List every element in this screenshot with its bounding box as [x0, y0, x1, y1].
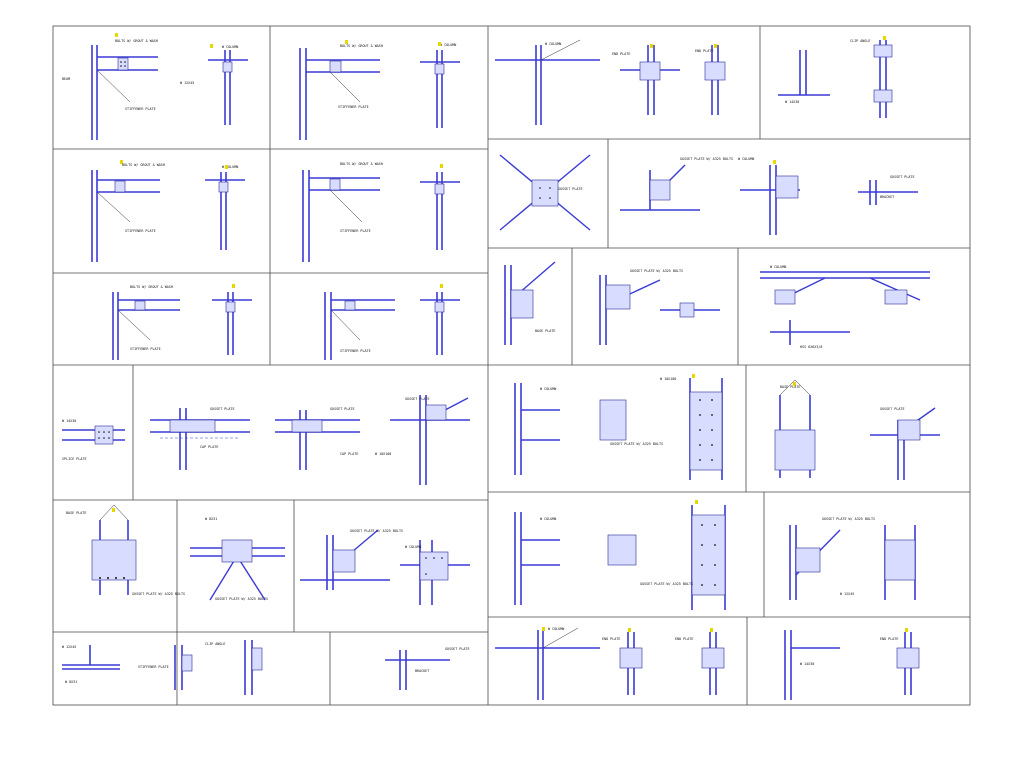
member-label: W 14X30 — [800, 662, 814, 666]
member-label: W 12X45 — [840, 592, 854, 596]
detail-base-1: BASE PLATE GUSSET PLATE W/ A325 BOLTS — [66, 504, 185, 596]
base-plate-label: BASE PLATE — [66, 511, 86, 515]
column-label: W COLUMN — [540, 387, 556, 391]
column-label: W COLUMN — [222, 45, 238, 49]
column-label: W COLUMN — [405, 545, 421, 549]
detail-moment-5: BOLTS W/ GROUT & WASH STIFFENER PLATE — [112, 285, 252, 360]
detail-x-brace: GUSSET PLATE — [499, 154, 591, 231]
stiffener-label: STIFFENER PLATE — [340, 229, 371, 233]
splice-label: SPLICE PLATE — [62, 457, 87, 461]
weld-symbols — [210, 36, 908, 632]
detail-moment-3: BOLTS W/ GROUT & WASH STIFFENER PLATE W … — [91, 160, 245, 262]
column-label: W COLUMN — [540, 517, 556, 521]
detail-truss-1: W COLUMN HSS 6X6X3/8 — [760, 265, 930, 349]
gusset-label: GUSSET PLATE W/ A325 BOLTS — [640, 582, 693, 586]
gusset-label: GUSSET PLATE — [880, 407, 905, 411]
column-label: W COLUMN — [440, 43, 456, 47]
detail-gusset-2: GUSSET PLATE CAP PLATE — [275, 407, 360, 470]
gusset-label: GUSSET PLATE — [890, 175, 915, 179]
member-label: W 8X31 — [65, 680, 77, 684]
detail-base-2: BASE PLATE — [504, 261, 556, 345]
member-label: W 12X45 — [62, 645, 76, 649]
detail-moment-1: BOLTS W/ GROUT & WASH STIFFENER PLATE BE… — [62, 33, 248, 140]
detail-clip-1: W COLUMN — [400, 540, 470, 605]
column-label: W COLUMN — [738, 157, 754, 161]
column-label: W COLUMN — [222, 165, 238, 169]
clip-angle-label: CLIP ANGLE — [205, 642, 225, 646]
end-plate-label: END PLATE — [602, 637, 620, 641]
gusset-label: GUSSET PLATE W/ A325 BOLTS — [610, 442, 663, 446]
detail-clip-2: CLIP ANGLE STIFFENER PLATE — [138, 640, 263, 695]
stiffener-label: STIFFENER PLATE — [340, 349, 371, 353]
base-plate-label: BASE PLATE — [780, 385, 800, 389]
bracket-label: BRACKET — [415, 669, 429, 673]
panel-grid — [53, 26, 970, 705]
end-plate-label: END PLATE — [612, 52, 630, 56]
detail-splice-2: W COLUMN GUSSET PLATE W/ A325 BOLTS W 10… — [514, 377, 723, 480]
gusset-label: GUSSET PLATE — [210, 407, 235, 411]
gusset-label: GUSSET PLATE W/ A325 BOLTS — [350, 529, 403, 533]
stiffener-label: STIFFENER PLATE — [138, 665, 169, 669]
gusset-label: GUSSET PLATE W/ A325 BOLTS — [215, 597, 268, 601]
gusset-label: GUSSET PLATE — [330, 407, 355, 411]
gusset-label: GUSSET PLATE W/ A325 BOLTS — [680, 157, 733, 161]
column-label: W COLUMN — [548, 627, 564, 631]
bracket-label: BRACKET — [880, 195, 894, 199]
detail-end-plate-2: W COLUMN END PLATE END PLATE — [495, 627, 725, 700]
detail-brace-6: GUSSET PLATE W/ A325 BOLTS W 12X45 — [789, 517, 916, 600]
detail-base-3: BASE PLATE GUSSET PLATE — [774, 379, 940, 480]
detail-splice-1: SPLICE PLATE W 14X30 — [62, 419, 125, 461]
detail-bracket-2: GUSSET PLATE BRACKET — [858, 175, 918, 205]
member-label: W 10X100 — [375, 452, 391, 456]
detail-gusset-1: GUSSET PLATE CAP PLATE — [150, 407, 250, 470]
detail-brace-3: GUSSET PLATE W/ A325 BOLTS — [300, 529, 403, 590]
detail-bracket-1: GUSSET PLATE BRACKET — [385, 647, 470, 690]
bolt-note-label: BOLTS W/ GROUT & WASH — [340, 44, 383, 48]
bolt-note-label: BOLTS W/ GROUT & WASH — [115, 39, 158, 43]
detail-brace-2: W 8X31 GUSSET PLATE W/ A325 BOLTS — [190, 517, 285, 601]
gusset-label: GUSSET PLATE — [405, 397, 430, 401]
clip-angle-label: CLIP ANGLE — [850, 39, 870, 43]
detail-end-plate-3: END PLATE W 14X30 — [784, 630, 920, 700]
cap-plate-label: CAP PLATE — [340, 452, 358, 456]
column-label: W COLUMN — [770, 265, 786, 269]
gusset-label: GUSSET PLATE — [558, 187, 583, 191]
gusset-label: GUSSET PLATE W/ A325 BOLTS — [132, 592, 185, 596]
end-plate-label: END PLATE — [880, 637, 898, 641]
stiffener-label: STIFFENER PLATE — [125, 229, 156, 233]
stiffener-label: STIFFENER PLATE — [338, 105, 369, 109]
bolt-note-label: BOLTS W/ GROUT & WASH — [130, 285, 173, 289]
member-label: HSS 6X6X3/8 — [800, 345, 822, 349]
stiffener-label: STIFFENER PLATE — [130, 347, 161, 351]
detail-splice-3: W COLUMN GUSSET PLATE W/ A325 BOLTS — [514, 505, 726, 610]
drawing-frame — [52, 25, 971, 706]
column-label: W COLUMN — [545, 42, 561, 46]
detail-brace-5: GUSSET PLATE W/ A325 BOLTS — [599, 269, 720, 345]
stiffener-label: STIFFENER PLATE — [125, 107, 156, 111]
beam-label: BEAM — [62, 77, 70, 81]
gusset-label: GUSSET PLATE W/ A325 BOLTS — [630, 269, 683, 273]
cap-plate-label: CAP PLATE — [200, 445, 218, 449]
bolt-note-label: BOLTS W/ GROUT & WASH — [122, 163, 165, 167]
member-label: W 10X100 — [660, 377, 676, 381]
detail-moment-4: BOLTS W/ GROUT & WASH STIFFENER PLATE — [302, 162, 460, 262]
bolt-note-label: BOLTS W/ GROUT & WASH — [340, 162, 383, 166]
detail-tee-2: CLIP ANGLE W 14X30 — [778, 39, 893, 118]
detail-brace-1: GUSSET PLATE W 10X100 — [375, 395, 470, 485]
base-plate-label: BASE PLATE — [535, 329, 555, 333]
member-label: W 12X45 — [180, 81, 194, 85]
detail-moment-6: STIFFENER PLATE — [324, 292, 460, 360]
gusset-label: GUSSET PLATE — [445, 647, 470, 651]
member-label: W 8X31 — [205, 517, 217, 521]
gusset-label: GUSSET PLATE W/ A325 BOLTS — [822, 517, 875, 521]
detail-tee-1: W 12X45 W 8X31 — [62, 645, 120, 684]
detail-moment-2: BOLTS W/ GROUT & WASH STIFFENER PLATE W … — [299, 40, 460, 140]
detail-brace-4: GUSSET PLATE W/ A325 BOLTS W COLUMN — [620, 157, 800, 235]
member-label: W 14X30 — [785, 100, 799, 104]
end-plate-label: END PLATE — [675, 637, 693, 641]
member-label: W 14X30 — [62, 419, 76, 423]
end-plate-label: END PLATE — [695, 49, 713, 53]
detail-end-plate-1: W COLUMN END PLATE END PLATE — [495, 39, 726, 125]
